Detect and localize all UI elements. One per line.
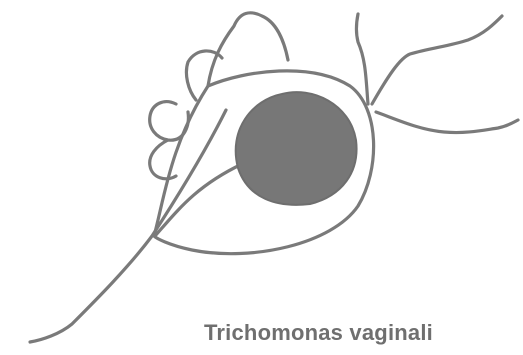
anterior-flagellum-3 [376,112,518,133]
axostyle [30,110,226,342]
figure-caption: Trichomonas vaginali [204,319,433,347]
anterior-flagellum-1 [357,14,369,104]
anterior-flagellum-2 [372,16,502,104]
nucleus [236,92,357,205]
